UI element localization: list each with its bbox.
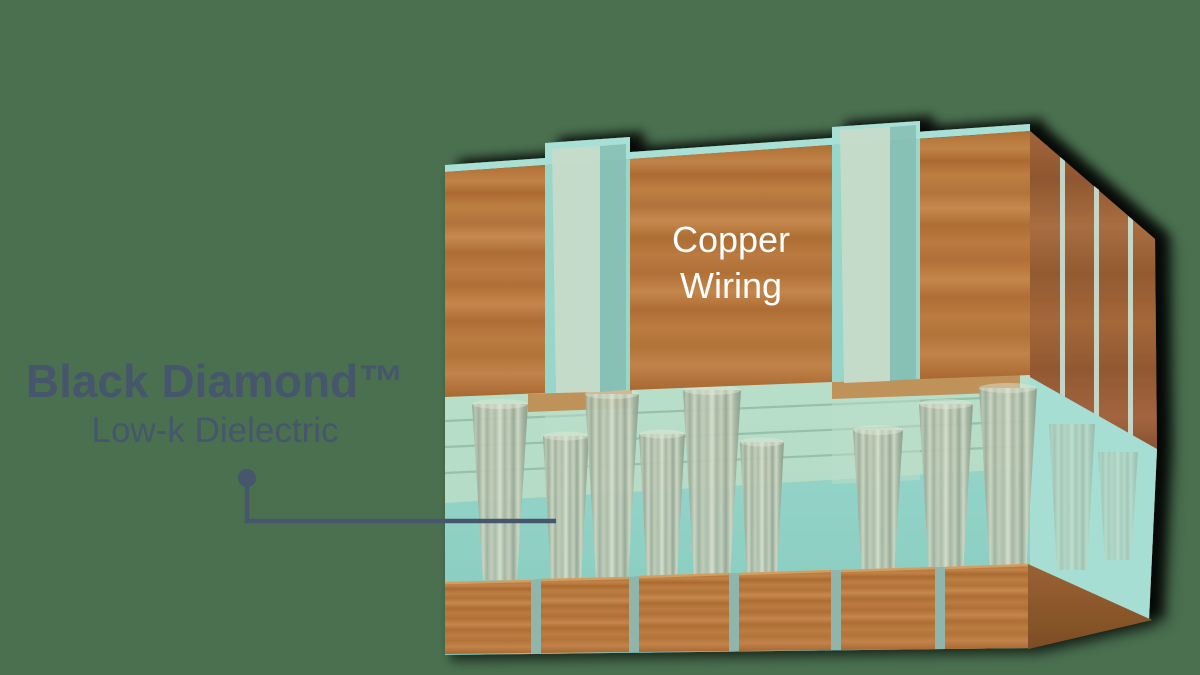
copper-slab bbox=[920, 131, 1030, 379]
via-cone-top bbox=[472, 399, 528, 409]
material-subtitle-label: Low-k Dielectric bbox=[91, 410, 339, 450]
top-copper-slabs bbox=[445, 131, 1030, 397]
copper-block bbox=[639, 573, 729, 652]
copper-block bbox=[841, 567, 935, 650]
copper-block-highlight bbox=[638, 572, 730, 579]
bottom-block-gap bbox=[831, 570, 841, 650]
slab-gap-seam bbox=[890, 125, 916, 381]
callout-line bbox=[244, 480, 556, 524]
via-cone-side bbox=[1098, 452, 1138, 560]
via-cone bbox=[472, 404, 528, 580]
copper-slab bbox=[445, 165, 545, 397]
slab-gap-inner-wall bbox=[840, 127, 890, 383]
via-cone bbox=[683, 390, 741, 578]
via-cone-top bbox=[543, 431, 589, 441]
copper-block-highlight bbox=[444, 579, 532, 585]
bottom-block-gap bbox=[935, 567, 945, 649]
via-cone bbox=[585, 394, 639, 579]
copper-block bbox=[945, 564, 1028, 649]
bottom-row-gaps bbox=[531, 567, 945, 653]
copper-block-highlight bbox=[840, 566, 936, 573]
copper-block-highlight bbox=[944, 563, 1029, 570]
via-cone-top bbox=[639, 429, 685, 439]
via-cone-top bbox=[683, 385, 741, 395]
via-cone-top bbox=[919, 399, 973, 409]
via-cone-side bbox=[1049, 424, 1095, 570]
side-slab-gap bbox=[1128, 216, 1133, 436]
side-slab-gap bbox=[1060, 157, 1065, 397]
via-cone bbox=[543, 436, 589, 580]
via-cone-top bbox=[740, 437, 784, 447]
copper-block-highlight bbox=[738, 569, 832, 576]
copper-block bbox=[739, 570, 831, 651]
slab-gap-seam bbox=[600, 144, 626, 392]
callout-dot bbox=[238, 469, 256, 487]
material-label-group: Black Diamond™ Low-k Dielectric bbox=[5, 355, 425, 451]
copper-block bbox=[445, 580, 531, 654]
via-cone bbox=[639, 434, 685, 578]
copper-slab-labeled bbox=[630, 145, 832, 390]
via-cones bbox=[472, 383, 1138, 580]
chip-3d-structure bbox=[444, 121, 1157, 655]
bottom-block-gap bbox=[531, 579, 541, 653]
copper-wiring-label: Copper Wiring bbox=[671, 219, 791, 307]
via-cone bbox=[740, 442, 784, 577]
copper-block bbox=[541, 577, 629, 653]
bottom-copper-row bbox=[444, 563, 1152, 654]
via-cone bbox=[979, 388, 1037, 574]
slab-gap-inner-wall bbox=[552, 146, 600, 393]
side-slab-gap bbox=[1094, 186, 1099, 417]
top-layer-gaps bbox=[545, 125, 920, 393]
bottom-block-gap bbox=[629, 576, 639, 652]
callout bbox=[238, 469, 556, 524]
via-cone-top bbox=[979, 383, 1037, 393]
via-cone-top bbox=[853, 425, 903, 435]
via-cone bbox=[919, 404, 973, 575]
copper-block-side-wedge bbox=[1028, 564, 1152, 649]
copper-block-highlight bbox=[540, 576, 630, 582]
material-name-label: Black Diamond™ bbox=[25, 355, 405, 407]
bottom-block-gap bbox=[729, 573, 739, 651]
via-cone bbox=[853, 430, 903, 576]
